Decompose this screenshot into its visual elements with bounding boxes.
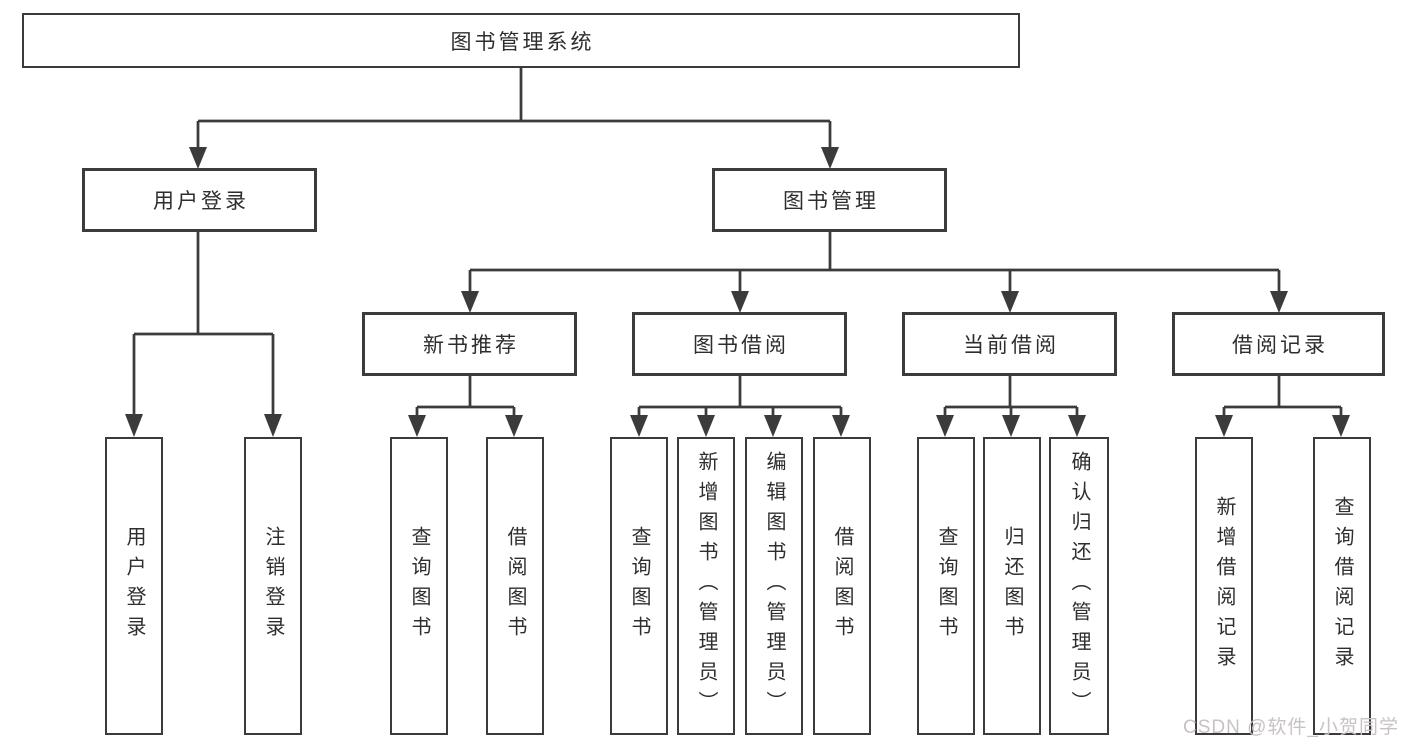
- leaf-query-books-borrow-label: 查询图书: [628, 526, 650, 646]
- leaf-logout: 注销登录: [244, 437, 302, 735]
- leaf-confirm-return-admin-label: 确认归还（管理员）: [1068, 451, 1090, 721]
- leaf-query-books-current-label: 查询图书: [935, 526, 957, 646]
- node-library-system-label: 图书管理系统: [450, 30, 595, 54]
- leaf-borrow-books-label: 借阅图书: [831, 526, 853, 646]
- node-new-book-recommend-label: 新书推荐: [423, 334, 519, 357]
- leaf-query-books-recommend: 查询图书: [390, 437, 448, 735]
- node-user-login-label: 用户登录: [153, 190, 249, 213]
- leaf-borrow-books-recommend-label: 借阅图书: [504, 526, 526, 646]
- node-user-login: 用户登录: [82, 168, 317, 232]
- node-new-book-recommend: 新书推荐: [362, 312, 577, 376]
- leaf-user-login: 用户登录: [105, 437, 163, 735]
- node-current-borrow-label: 当前借阅: [963, 334, 1059, 357]
- leaf-query-books-borrow: 查询图书: [610, 437, 668, 735]
- node-book-borrow-label: 图书借阅: [693, 334, 789, 357]
- leaf-user-login-label: 用户登录: [123, 526, 145, 646]
- leaf-add-borrow-record-label: 新增借阅记录: [1213, 496, 1235, 676]
- arrowheads: [125, 147, 1350, 437]
- node-current-borrow: 当前借阅: [902, 312, 1117, 376]
- leaf-add-book-admin-label: 新增图书（管理员）: [695, 451, 717, 721]
- leaf-query-books-current: 查询图书: [917, 437, 975, 735]
- leaf-query-books-recommend-label: 查询图书: [408, 526, 430, 646]
- leaf-add-book-admin: 新增图书（管理员）: [677, 437, 735, 735]
- node-book-management: 图书管理: [712, 168, 947, 232]
- watermark-text: CSDN @软件_小贺同学: [1183, 717, 1399, 738]
- leaf-logout-label: 注销登录: [262, 526, 284, 646]
- node-book-management-label: 图书管理: [783, 190, 879, 213]
- leaf-edit-book-admin: 编辑图书（管理员）: [745, 437, 803, 735]
- leaf-return-book: 归还图书: [983, 437, 1041, 735]
- node-borrow-records-label: 借阅记录: [1232, 334, 1328, 357]
- leaf-edit-book-admin-label: 编辑图书（管理员）: [763, 451, 785, 721]
- leaf-add-borrow-record: 新增借阅记录: [1195, 437, 1253, 735]
- leaf-confirm-return-admin: 确认归还（管理员）: [1049, 437, 1109, 735]
- leaf-query-borrow-record: 查询借阅记录: [1313, 437, 1371, 735]
- leaf-borrow-books-recommend: 借阅图书: [486, 437, 544, 735]
- leaf-borrow-books: 借阅图书: [813, 437, 871, 735]
- node-library-system: 图书管理系统: [22, 13, 1020, 68]
- node-book-borrow: 图书借阅: [632, 312, 847, 376]
- node-borrow-records: 借阅记录: [1172, 312, 1385, 376]
- leaf-query-borrow-record-label: 查询借阅记录: [1331, 496, 1353, 676]
- leaf-return-book-label: 归还图书: [1001, 526, 1023, 646]
